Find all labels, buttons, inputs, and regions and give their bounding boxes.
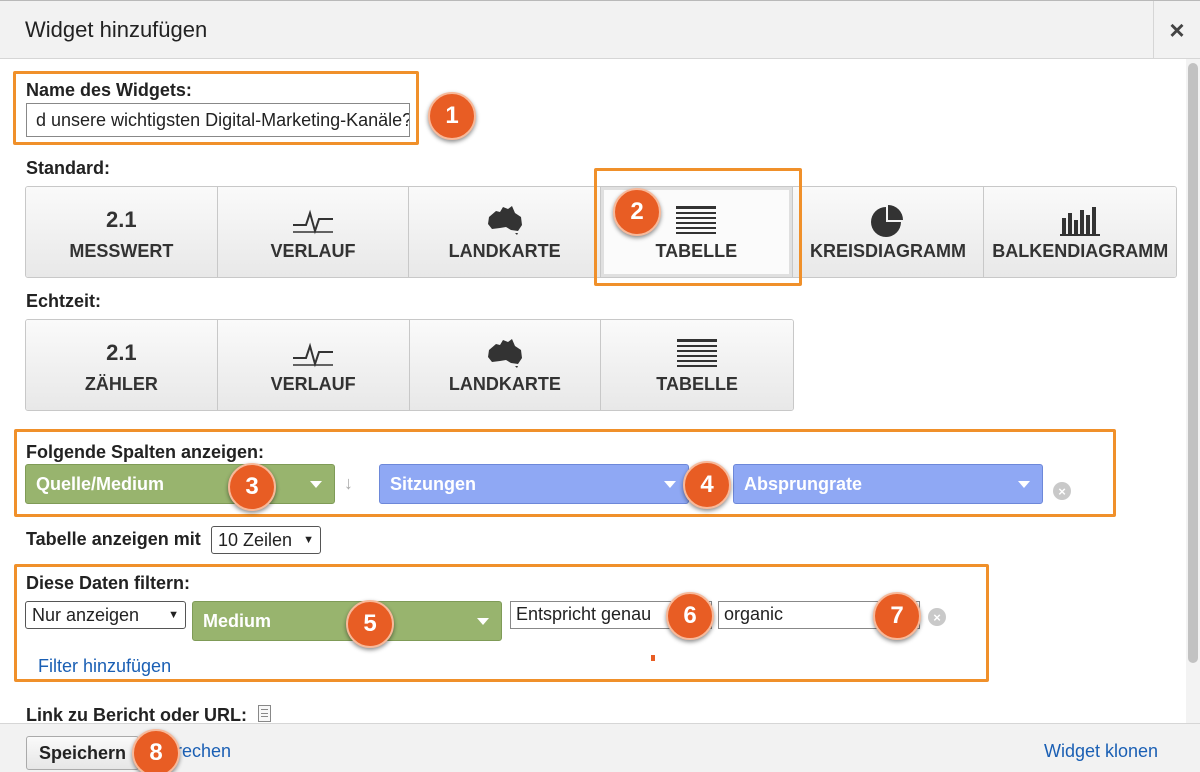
trend-line-icon: [291, 203, 335, 237]
realtime-button-label: TABELLE: [656, 373, 738, 394]
table-lines-icon: [676, 203, 717, 237]
table-rows-select-value: 10 Zeilen: [218, 529, 293, 550]
standard-button-label: LANDKARTE: [448, 240, 561, 261]
clone-widget-link[interactable]: Widget klonen: [1044, 741, 1159, 761]
dimension-dropdown[interactable]: Quelle/Medium: [25, 464, 335, 504]
highlight-box-columns: [14, 429, 1116, 517]
remove-column-icon[interactable]: ×: [1053, 482, 1071, 500]
realtime-button-label: ZÄHLER: [84, 373, 158, 394]
standard-button-label: VERLAUF: [270, 240, 356, 261]
filter-label: Diese Daten filtern:: [26, 573, 191, 593]
columns-label: Folgende Spalten anzeigen:: [26, 442, 265, 462]
pie-chart-icon: [871, 203, 905, 237]
trend-line-icon: [291, 336, 335, 370]
chevron-down-icon: ▼: [168, 609, 179, 621]
filter-mode-value: Nur anzeigen: [32, 604, 140, 625]
step-badge-3: 3: [228, 463, 276, 511]
cancel-link[interactable]: rechen: [176, 741, 232, 761]
realtime-button-verlauf[interactable]: VERLAUF: [217, 320, 410, 410]
scrollbar-thumb[interactable]: [1188, 63, 1198, 663]
realtime-button-landkarte[interactable]: LANDKARTE: [409, 320, 602, 410]
step-badge-2: 2: [613, 188, 661, 236]
australia-map-icon: [485, 203, 525, 237]
highlight-box-filter: [14, 564, 989, 682]
highlight-box-name: [13, 71, 419, 145]
chevron-down-icon: [477, 618, 489, 625]
bar-chart-icon: [1060, 203, 1101, 237]
metric-dropdown-value: Absprungrate: [744, 474, 863, 494]
realtime-button-zaehler[interactable]: 2.1 ZÄHLER: [26, 320, 218, 410]
report-link-label: Link zu Bericht oder URL:: [26, 705, 248, 725]
metric-dropdown-sessions[interactable]: Sitzungen: [379, 464, 689, 504]
widget-name-input[interactable]: d unsere wichtigsten Digital-Marketing-K…: [26, 103, 410, 137]
realtime-label: Echtzeit:: [26, 291, 102, 311]
standard-label: Standard:: [26, 158, 111, 178]
table-lines-icon: [677, 336, 718, 370]
remove-filter-icon[interactable]: ×: [928, 608, 946, 626]
realtime-button-label: VERLAUF: [270, 373, 356, 394]
dialog-footer: Speichern rechen Widget klonen: [0, 723, 1200, 772]
australia-map-icon: [485, 336, 525, 370]
dialog-titlebar: Widget hinzufügen ×: [0, 1, 1200, 59]
filter-dimension-value: Medium: [203, 611, 272, 631]
document-icon[interactable]: [258, 705, 271, 722]
chevron-down-icon: ▼: [303, 534, 314, 546]
chevron-down-icon: [310, 481, 322, 488]
realtime-button-label: LANDKARTE: [448, 373, 561, 394]
realtime-button-tabelle[interactable]: TABELLE: [601, 320, 793, 410]
standard-button-kreisdiagramm[interactable]: KREISDIAGRAMM: [792, 187, 985, 277]
sort-arrow-icon[interactable]: ↓: [344, 473, 353, 493]
standard-button-messwert[interactable]: 2.1 MESSWERT: [26, 187, 218, 277]
metric-value-icon: 2.1: [106, 206, 137, 232]
standard-button-verlauf[interactable]: VERLAUF: [217, 187, 410, 277]
scrollbar[interactable]: [1186, 59, 1200, 723]
filter-mode-select[interactable]: Nur anzeigen ▼: [25, 601, 186, 629]
standard-button-balkendiagramm[interactable]: BALKENDIAGRAMM: [984, 187, 1176, 277]
save-button[interactable]: Speichern: [26, 736, 140, 770]
step-badge-7: 7: [873, 592, 921, 640]
standard-button-label: MESSWERT: [69, 240, 174, 261]
table-rows-select[interactable]: 10 Zeilen ▼: [211, 526, 321, 554]
add-filter-link[interactable]: Filter hinzufügen: [38, 656, 172, 676]
step-badge-5: 5: [346, 600, 394, 648]
standard-button-label: TABELLE: [655, 240, 738, 261]
chevron-down-icon: [1018, 481, 1030, 488]
metric-dropdown-value: Sitzungen: [390, 474, 476, 494]
standard-button-label: KREISDIAGRAMM: [810, 240, 967, 261]
counter-value-icon: 2.1: [106, 339, 137, 365]
standard-button-label: BALKENDIAGRAMM: [992, 240, 1169, 261]
dimension-dropdown-value: Quelle/Medium: [36, 474, 165, 494]
step-badge-4: 4: [683, 461, 731, 509]
step-badge-6: 6: [666, 592, 714, 640]
widget-name-label: Name des Widgets:: [26, 80, 192, 100]
chevron-down-icon: [664, 481, 676, 488]
step-badge-1: 1: [428, 92, 476, 140]
cursor-mark: [651, 655, 655, 661]
highlight-box-table: [594, 168, 802, 286]
close-icon[interactable]: ×: [1153, 1, 1200, 59]
dialog-title: Widget hinzufügen: [25, 17, 208, 42]
standard-button-landkarte[interactable]: LANDKARTE: [409, 187, 602, 277]
metric-dropdown-bounce-rate[interactable]: Absprungrate: [733, 464, 1043, 504]
realtime-visualization-buttons: 2.1 ZÄHLER VERLAUF LANDKARTE TABELLE: [25, 319, 794, 411]
table-rows-label: Tabelle anzeigen mit: [26, 529, 201, 549]
standard-visualization-buttons: 2.1 MESSWERT VERLAUF LANDKARTE TABELLE: [25, 186, 1177, 278]
step-badge-8: 8: [132, 729, 180, 772]
